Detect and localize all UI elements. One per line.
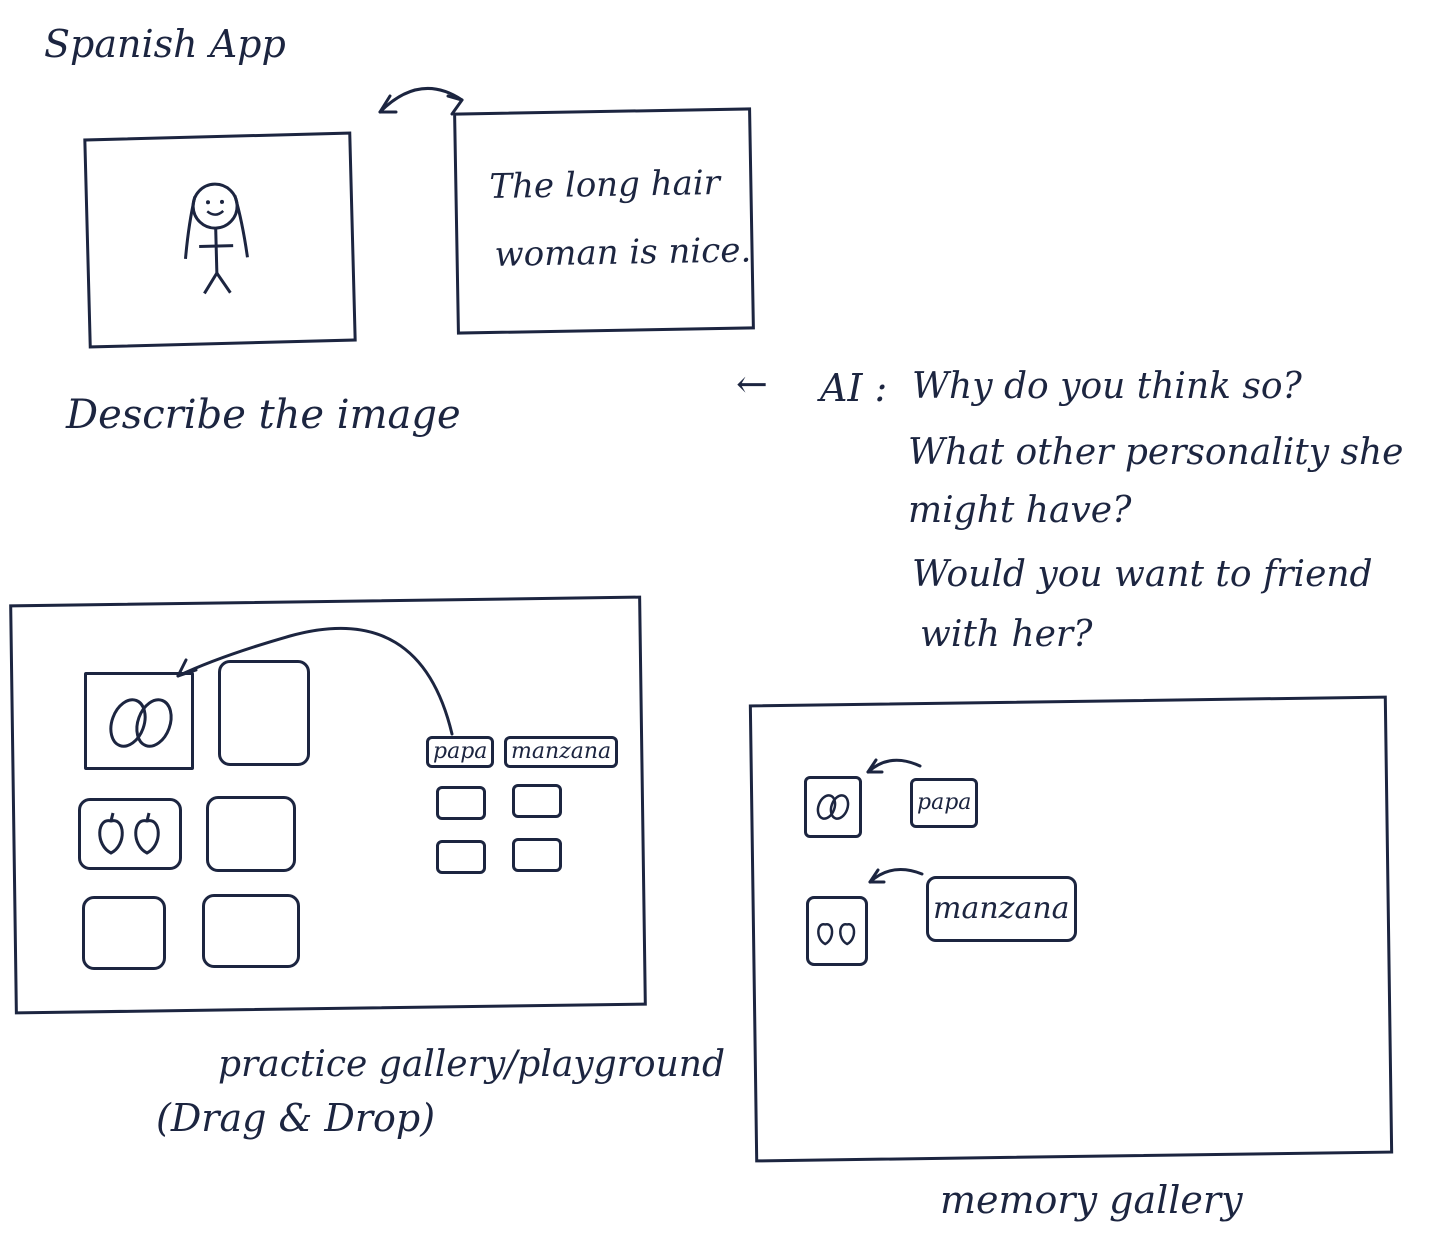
memory-word-papa[interactable]: papa [910,778,979,828]
apple-icon [98,812,160,855]
ai-question-1: Why do you think so? [912,366,1302,407]
image-tile-empty[interactable] [206,796,296,872]
word-chip-papa[interactable]: papa [426,736,495,768]
stick-figure-woman [183,182,249,295]
word-slot[interactable] [436,840,486,874]
apple-icon [817,923,856,946]
app-title: Spanish App [44,22,286,66]
word-slot[interactable] [436,786,486,820]
ai-question-4: Would you want to friend [912,554,1373,595]
word-chip-manzana[interactable]: manzana [504,736,619,768]
memory-caption: memory gallery [940,1178,1243,1222]
ai-prefix: AI : [820,366,888,410]
ai-question-3: might have? [908,490,1132,531]
answer-panel[interactable]: The long hair woman is nice. [453,107,755,335]
left-arrow-icon: ← [736,362,768,406]
ai-question-2: What other personality she [908,432,1404,473]
image-tile-apple[interactable] [78,798,182,870]
word-slot[interactable] [512,784,562,818]
describe-caption: Describe the image [66,392,461,438]
image-tile-empty[interactable] [202,894,300,968]
memory-image-potato[interactable] [804,776,862,838]
potato-icon [109,698,173,748]
ai-question-5: with her? [920,614,1093,655]
potato-icon [816,794,850,820]
image-panel [83,131,357,349]
word-slot[interactable] [512,838,562,872]
double-arrow-icon [378,86,464,114]
practice-caption-1: practice gallery/playground [218,1044,725,1085]
practice-caption-2: (Drag & Drop) [156,1096,436,1140]
answer-line-1: The long hair [489,162,721,207]
image-tile-empty[interactable] [218,660,310,766]
image-tile-empty[interactable] [82,896,166,970]
memory-image-apple[interactable] [806,896,868,966]
image-tile-potato[interactable] [84,672,194,770]
answer-line-2: woman is nice. [494,230,752,275]
memory-word-manzana[interactable]: manzana [926,876,1077,942]
